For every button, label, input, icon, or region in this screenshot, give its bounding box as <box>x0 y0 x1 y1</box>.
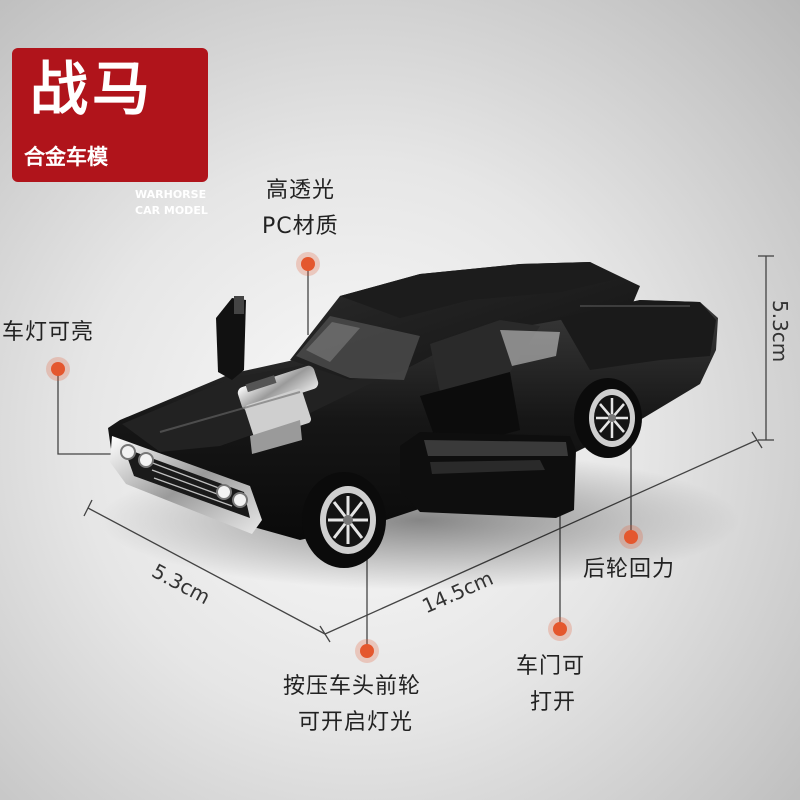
supercharger <box>237 365 319 454</box>
callout-dot-doors <box>553 622 567 636</box>
feature-lights: 车灯可亮 <box>2 320 95 345</box>
callout-dot-front-wheel <box>360 644 374 658</box>
brand-english-line1: WARHORSE <box>135 188 207 201</box>
feature-doors-line1: 车门可 <box>516 654 586 679</box>
front-wheel <box>302 472 386 568</box>
car-roof-top <box>340 262 620 318</box>
front-grille <box>110 436 262 534</box>
feature-front-wheel-line1: 按压车头前轮 <box>283 674 422 699</box>
feature-doors-line2: 打开 <box>530 690 577 715</box>
feature-glass-line1: 高透光 <box>266 178 336 203</box>
dimension-height: 5.3cm <box>768 300 792 363</box>
brand-badge: 战马 合金车模 WARHORSE CAR MODEL <box>12 48 208 217</box>
feature-front-wheel-line2: 可开启灯光 <box>298 710 414 735</box>
brand-title: 战马 <box>30 55 155 123</box>
feature-glass-line2: PC材质 <box>262 214 339 239</box>
car-body <box>108 300 718 540</box>
callout-dot-rear-wheel <box>624 530 638 544</box>
brand-english-line2: CAR MODEL <box>135 204 208 217</box>
brand-subtitle: 合金车模 <box>24 145 108 169</box>
rear-wheel <box>574 378 642 458</box>
feature-rear-wheel: 后轮回力 <box>583 557 676 582</box>
callout-dot-lights <box>51 362 65 376</box>
callout-dot-glass <box>301 257 315 271</box>
open-door-left <box>216 298 246 380</box>
